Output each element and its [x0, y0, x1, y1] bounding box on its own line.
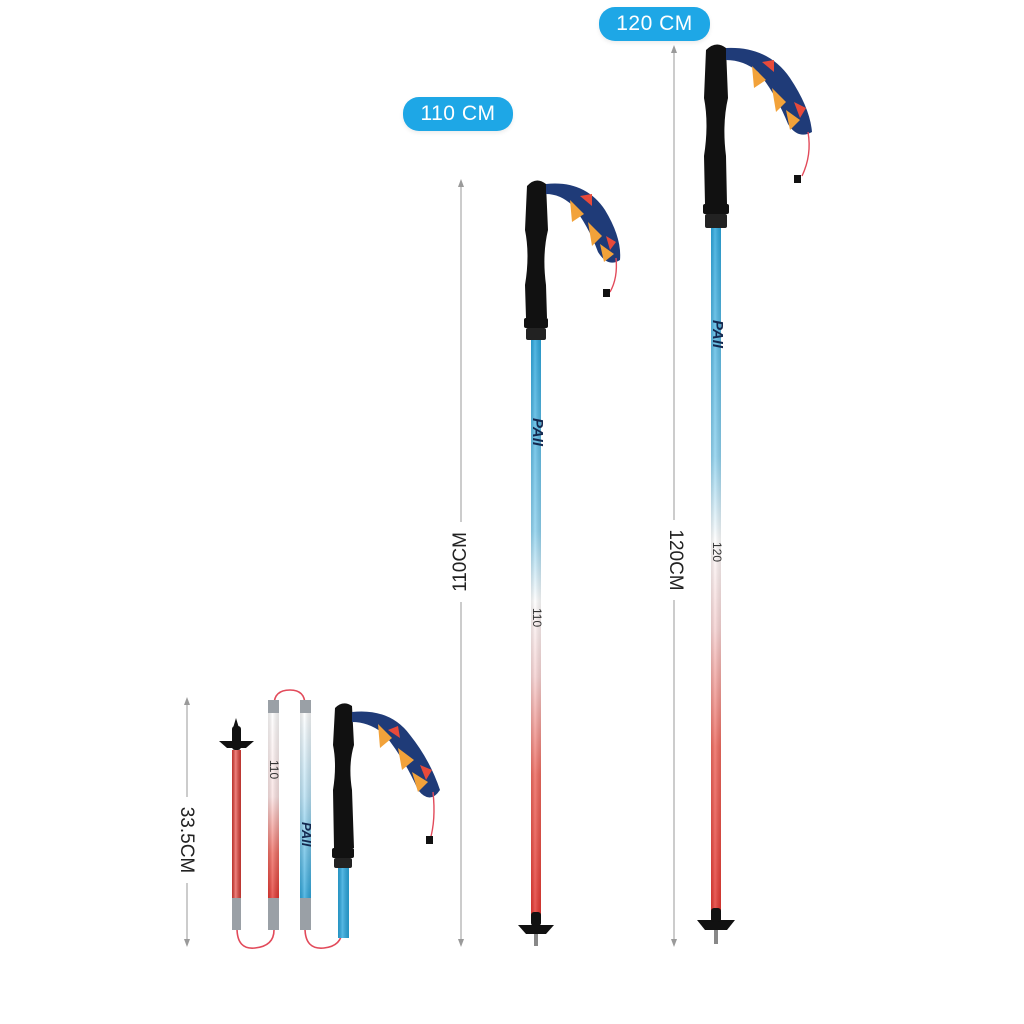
folded-connecting-cord [236, 689, 343, 949]
pole-110cm: PAII 110 [458, 179, 621, 947]
grip-120 [704, 44, 728, 204]
size-print-110: 110 [530, 608, 544, 627]
folded-brand-print: PAII [299, 822, 314, 847]
brand-print-110: PAII [529, 418, 546, 447]
basket-120 [697, 920, 735, 930]
dimension-label-120cm: 120CM [664, 520, 686, 600]
size-print-120: 120 [710, 542, 724, 562]
length-badge-110cm: 110 CM [403, 97, 513, 131]
folded-pole: 110 PAII [184, 689, 440, 949]
grip-110 [525, 180, 548, 318]
dimension-label-folded: 33.5CM [175, 797, 197, 883]
strap-120 [726, 47, 812, 135]
folded-grip [333, 703, 354, 848]
dimension-label-110cm: 110CM [450, 522, 472, 602]
folded-size-print: 110 [267, 760, 281, 779]
basket-110 [518, 925, 554, 934]
dimension-line-120 [671, 45, 677, 947]
folded-strap [352, 711, 440, 798]
pole-120cm: PAII 120 [671, 44, 812, 947]
length-badge-120cm: 120 CM [599, 7, 710, 41]
brand-print-120: PAII [709, 320, 726, 349]
strap-110 [546, 183, 621, 263]
